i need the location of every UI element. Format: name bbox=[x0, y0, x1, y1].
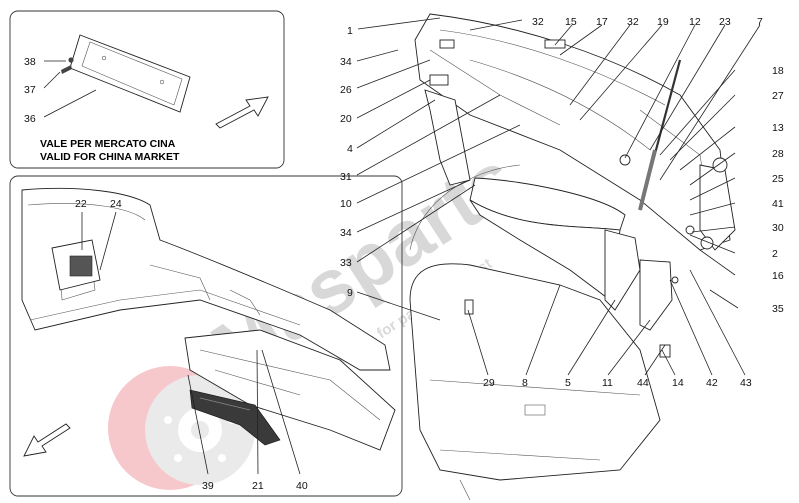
callout-37: 37 bbox=[24, 84, 36, 96]
callout-2: 2 bbox=[772, 248, 778, 260]
callout-44: 44 bbox=[637, 377, 649, 389]
callout-18: 18 bbox=[772, 65, 784, 77]
callout-labels: 38 37 36 22 24 39 21 40 1 34 26 20 4 31 … bbox=[24, 16, 784, 492]
callout-41: 41 bbox=[772, 198, 784, 210]
direction-arrow-icon bbox=[215, 96, 269, 129]
callout-40: 40 bbox=[296, 480, 308, 492]
hinge-left bbox=[424, 89, 471, 186]
callout-25: 25 bbox=[772, 173, 784, 185]
callout-16: 16 bbox=[772, 270, 784, 282]
callout-30: 30 bbox=[772, 222, 784, 234]
callout-29: 29 bbox=[483, 377, 495, 389]
bolt-and-washer bbox=[61, 57, 74, 74]
direction-arrow-2-icon bbox=[23, 423, 71, 457]
callout-34-low: 34 bbox=[340, 227, 352, 239]
callout-22: 22 bbox=[75, 198, 87, 210]
small-clips bbox=[429, 39, 695, 358]
callout-42: 42 bbox=[706, 377, 718, 389]
callout-14: 14 bbox=[672, 377, 684, 389]
callout-39: 39 bbox=[202, 480, 214, 492]
trunk-body-opening bbox=[409, 164, 661, 501]
callout-10: 10 bbox=[340, 198, 352, 210]
callout-24: 24 bbox=[110, 198, 122, 210]
callout-38: 38 bbox=[24, 56, 36, 68]
callout-12: 12 bbox=[689, 16, 701, 28]
callout-32-a: 32 bbox=[532, 16, 544, 28]
inset-note-line1: VALE PER MERCATO CINA bbox=[40, 138, 176, 150]
callout-1: 1 bbox=[347, 25, 353, 37]
callout-7: 7 bbox=[757, 16, 763, 28]
bumper-detail-inset bbox=[9, 175, 403, 497]
callout-8: 8 bbox=[522, 377, 528, 389]
callout-23: 23 bbox=[719, 16, 731, 28]
tow-hook-cover bbox=[51, 239, 101, 291]
callout-28: 28 bbox=[772, 148, 784, 160]
callout-26: 26 bbox=[340, 84, 352, 96]
callout-21: 21 bbox=[252, 480, 264, 492]
callout-20: 20 bbox=[340, 113, 352, 125]
license-plate-frame bbox=[69, 34, 191, 113]
callout-15: 15 bbox=[565, 16, 577, 28]
tailgate-trim-panel bbox=[469, 177, 626, 301]
callout-32-b: 32 bbox=[627, 16, 639, 28]
callout-36: 36 bbox=[24, 113, 36, 125]
callout-5: 5 bbox=[565, 377, 571, 389]
china-market-inset: VALE PER MERCATO CINA VALID FOR CHINA MA… bbox=[9, 10, 285, 169]
callout-19: 19 bbox=[657, 16, 669, 28]
callout-9: 9 bbox=[347, 287, 353, 299]
callout-27: 27 bbox=[772, 90, 784, 102]
callout-17: 17 bbox=[596, 16, 608, 28]
callout-34-top: 34 bbox=[340, 56, 352, 68]
inset-frame-2 bbox=[9, 175, 403, 497]
callout-35: 35 bbox=[772, 303, 784, 315]
inset-frame bbox=[9, 10, 285, 169]
callout-33: 33 bbox=[340, 257, 352, 269]
trunk-assembly bbox=[356, 13, 761, 501]
callout-43: 43 bbox=[740, 377, 752, 389]
bumper-carrier-bracket bbox=[184, 329, 396, 451]
callout-13: 13 bbox=[772, 122, 784, 134]
callout-4: 4 bbox=[347, 143, 353, 155]
gas-strut bbox=[638, 59, 682, 211]
rear-bumper bbox=[21, 187, 391, 371]
side-trim-right bbox=[604, 229, 673, 331]
callout-11: 11 bbox=[602, 377, 613, 389]
inset-note-line2: VALID FOR CHINA MARKET bbox=[40, 151, 180, 163]
callout-31: 31 bbox=[340, 171, 352, 183]
